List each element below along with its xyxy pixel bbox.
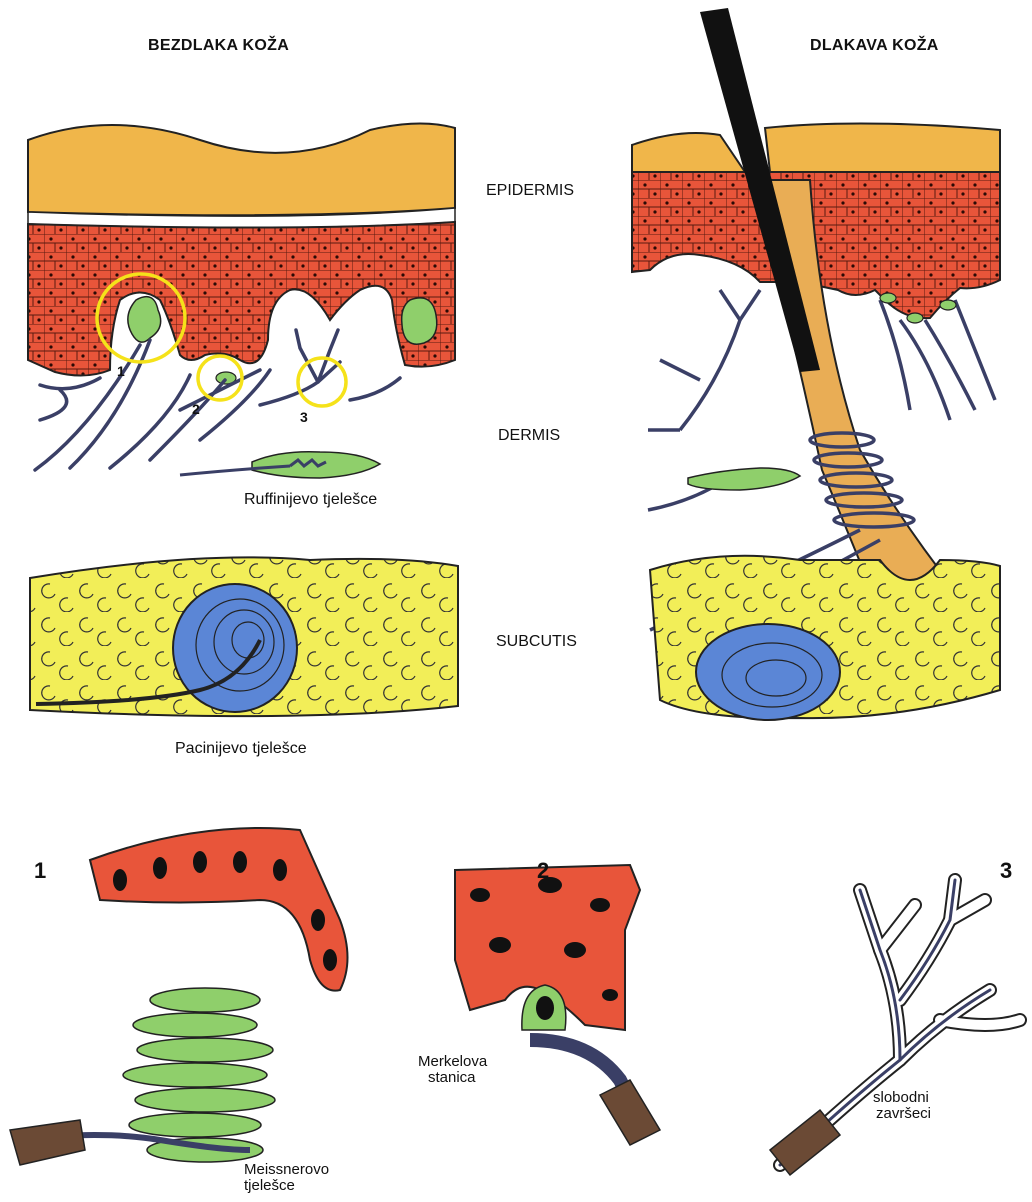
free-endings-detail xyxy=(770,880,1020,1175)
caption-pacini: Pacinijevo tjelešce xyxy=(175,740,307,758)
callout-1: 1 xyxy=(117,363,125,379)
hairy-skin-section xyxy=(632,8,1000,720)
meissner-corpuscle-mini xyxy=(128,297,161,343)
caption-free-endings-line1: slobodni xyxy=(873,1090,929,1106)
callout-3: 3 xyxy=(300,409,308,425)
caption-merkel-line1: Merkelova xyxy=(418,1054,487,1070)
label-dermis: DERMIS xyxy=(498,427,560,445)
glabrous-skin-section xyxy=(28,123,458,716)
caption-free-endings-line2: završeci xyxy=(876,1106,931,1122)
detail-number-3: 3 xyxy=(1000,858,1012,884)
label-subcutis: SUBCUTIS xyxy=(496,633,577,651)
pacinian-corpuscle-right xyxy=(696,624,840,720)
detail-number-2: 2 xyxy=(537,858,549,884)
stratum-corneum-left xyxy=(28,123,455,215)
title-glabrous-skin: BEZDLAKA KOŽA xyxy=(148,37,289,55)
caption-ruffini: Ruffinijevo tjelešce xyxy=(244,491,377,509)
callout-2: 2 xyxy=(192,401,200,417)
detail-number-1: 1 xyxy=(34,858,46,884)
caption-meissner-line1: Meissnerovo xyxy=(244,1162,329,1178)
title-hairy-skin: DLAKAVA KOŽA xyxy=(810,37,939,55)
caption-merkel-line2: stanica xyxy=(428,1070,476,1086)
caption-meissner-line2: tjelešce xyxy=(244,1178,295,1194)
merkel-detail xyxy=(455,865,660,1145)
meissner-detail xyxy=(10,828,348,1165)
label-epidermis: EPIDERMIS xyxy=(486,182,574,200)
epidermis-left xyxy=(28,222,455,376)
